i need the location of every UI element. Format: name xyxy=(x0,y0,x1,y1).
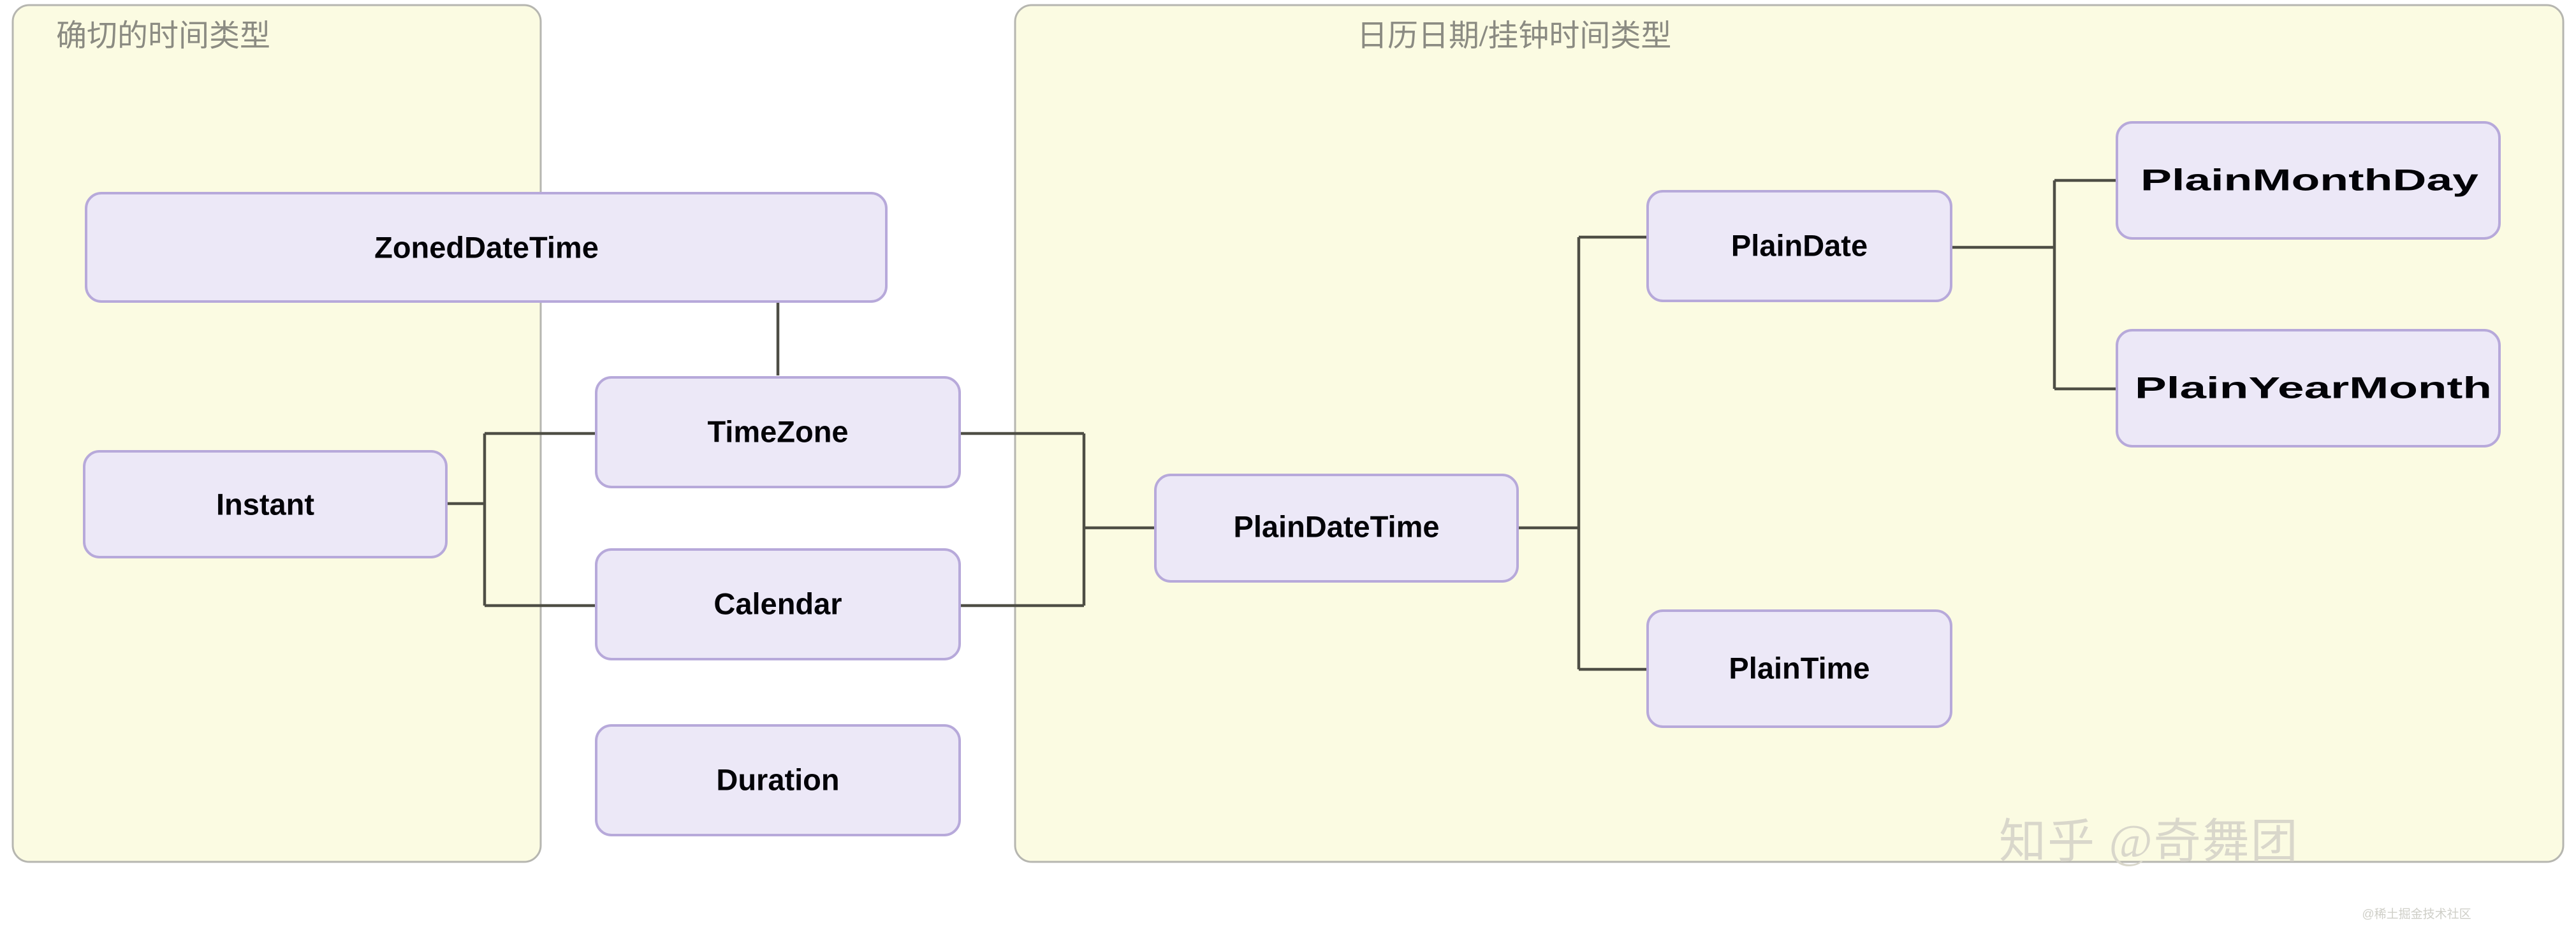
node-duration-box[interactable] xyxy=(595,724,961,836)
node-plainmonthday[interactable]: PlainMonthDay xyxy=(2116,121,2501,240)
node-plainmonthday-label: PlainMonthDay xyxy=(2141,163,2478,196)
edge-layer xyxy=(446,178,2117,671)
exact-time-panel-background xyxy=(11,4,542,863)
node-plainyearmonth-label: PlainYearMonth xyxy=(2135,370,2492,404)
exact-time-panel-title: 确切的时间类型 xyxy=(56,19,270,53)
node-calendar-box[interactable] xyxy=(595,548,961,660)
watermark-sub-text: @稀土掘金技术社区 xyxy=(2362,907,2471,921)
node-plaindate[interactable]: PlainDate xyxy=(1646,190,1952,302)
node-calendar[interactable]: Calendar xyxy=(595,548,961,660)
calendar-clock-title-slash: / xyxy=(1479,19,1488,53)
node-plaintime-label: PlainTime xyxy=(1729,651,1870,685)
calendar-clock-title-part-a: 日历日期 xyxy=(1357,19,1479,53)
watermark-main-text: 知乎 @奇舞团 xyxy=(1999,816,2299,868)
node-duration-label: Duration xyxy=(716,762,839,796)
node-calendar-label: Calendar xyxy=(714,586,842,620)
node-zoneddatetime[interactable]: ZonedDateTime xyxy=(85,192,888,303)
node-instant-box[interactable] xyxy=(83,450,448,558)
node-plaindatetime-label: PlainDateTime xyxy=(1233,509,1439,543)
node-zoneddatetime-box[interactable] xyxy=(85,192,888,303)
node-plaindatetime-box[interactable] xyxy=(1154,474,1519,583)
exact-time-panel: 确切的时间类型 xyxy=(11,4,542,863)
calendar-clock-panel-title: 日历日期/挂钟时间类型 xyxy=(1357,19,1671,53)
node-instant-label: Instant xyxy=(216,487,314,521)
node-timezone-box[interactable] xyxy=(595,376,961,488)
node-timezone-label: TimeZone xyxy=(707,414,848,448)
node-plainyearmonth-box[interactable] xyxy=(2116,329,2501,448)
node-plaintime[interactable]: PlainTime xyxy=(1646,609,1952,728)
watermark: 知乎 @奇舞团 @稀土掘金技术社区 xyxy=(1999,816,2471,921)
node-plaindate-label: PlainDate xyxy=(1731,228,1868,262)
node-zoneddatetime-label: ZonedDateTime xyxy=(374,230,599,264)
node-timezone[interactable]: TimeZone xyxy=(595,376,961,488)
node-plainyearmonth[interactable]: PlainYearMonth xyxy=(2116,329,2501,448)
node-plainmonthday-box[interactable] xyxy=(2116,121,2501,240)
node-plaintime-box[interactable] xyxy=(1646,609,1952,728)
node-plaindatetime[interactable]: PlainDateTime xyxy=(1154,474,1519,583)
node-plaindate-box[interactable] xyxy=(1646,190,1952,302)
calendar-clock-title-part-b: 挂钟时间类型 xyxy=(1488,19,1671,53)
node-duration[interactable]: Duration xyxy=(595,724,961,836)
node-instant[interactable]: Instant xyxy=(83,450,448,558)
